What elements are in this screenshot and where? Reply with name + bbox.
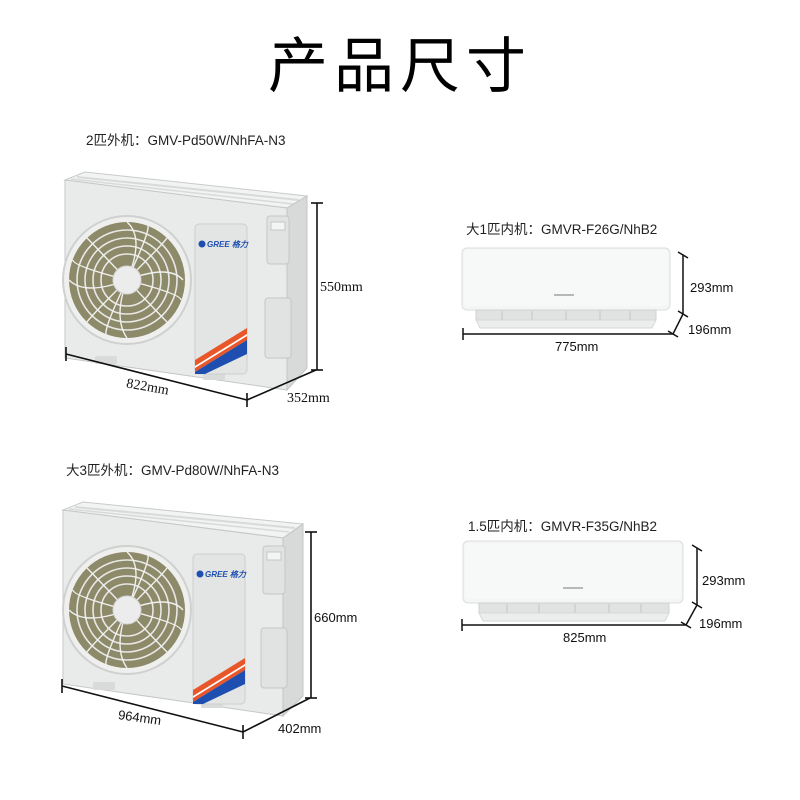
outdoor-unit-1-depth: 352mm <box>287 391 330 406</box>
indoor-unit-1-depth: 196mm <box>688 322 732 337</box>
indoor-unit-2-width: 825mm <box>563 630 607 645</box>
indoor-unit-2-image <box>462 540 684 622</box>
page-title: 产品尺寸 <box>268 32 532 102</box>
outdoor-unit-2-depth: 402mm <box>278 721 322 736</box>
svg-text:GREE 格力: GREE 格力 <box>205 570 247 579</box>
indoor-unit-1-image <box>461 247 671 329</box>
outdoor-unit-2-label: 大3匹外机：GMV-Pd80W/NhFA-N3 <box>66 463 280 478</box>
indoor-unit-1-label: 大1匹内机：GMVR-F26G/NhB2 <box>466 222 658 237</box>
outdoor-unit-1-label: 2匹外机：GMV-Pd50W/NhFA-N3 <box>86 133 286 148</box>
svg-text:GREE 格力: GREE 格力 <box>207 240 249 249</box>
outdoor-unit-1-image: GREE 格力 <box>62 171 309 392</box>
outdoor-unit-2-image: GREE 格力 <box>61 501 305 718</box>
outdoor-unit-1-height: 550mm <box>320 280 363 295</box>
outdoor-unit-2-height: 660mm <box>314 610 358 625</box>
brand-badge-icon <box>554 294 574 296</box>
indoor-unit-2-depth: 196mm <box>699 616 743 631</box>
gree-logo-icon: GREE 格力 <box>198 240 249 249</box>
indoor-unit-2-label: 1.5匹内机：GMVR-F35G/NhB2 <box>468 519 658 534</box>
indoor-unit-2-height: 293mm <box>702 573 746 588</box>
fan-grille-icon <box>62 545 192 675</box>
gree-logo-icon: GREE 格力 <box>196 570 247 579</box>
indoor-unit-1-height: 293mm <box>690 280 734 295</box>
indoor-unit-1-width: 775mm <box>555 339 599 354</box>
brand-badge-icon <box>563 587 583 589</box>
fan-grille-icon <box>62 215 192 345</box>
